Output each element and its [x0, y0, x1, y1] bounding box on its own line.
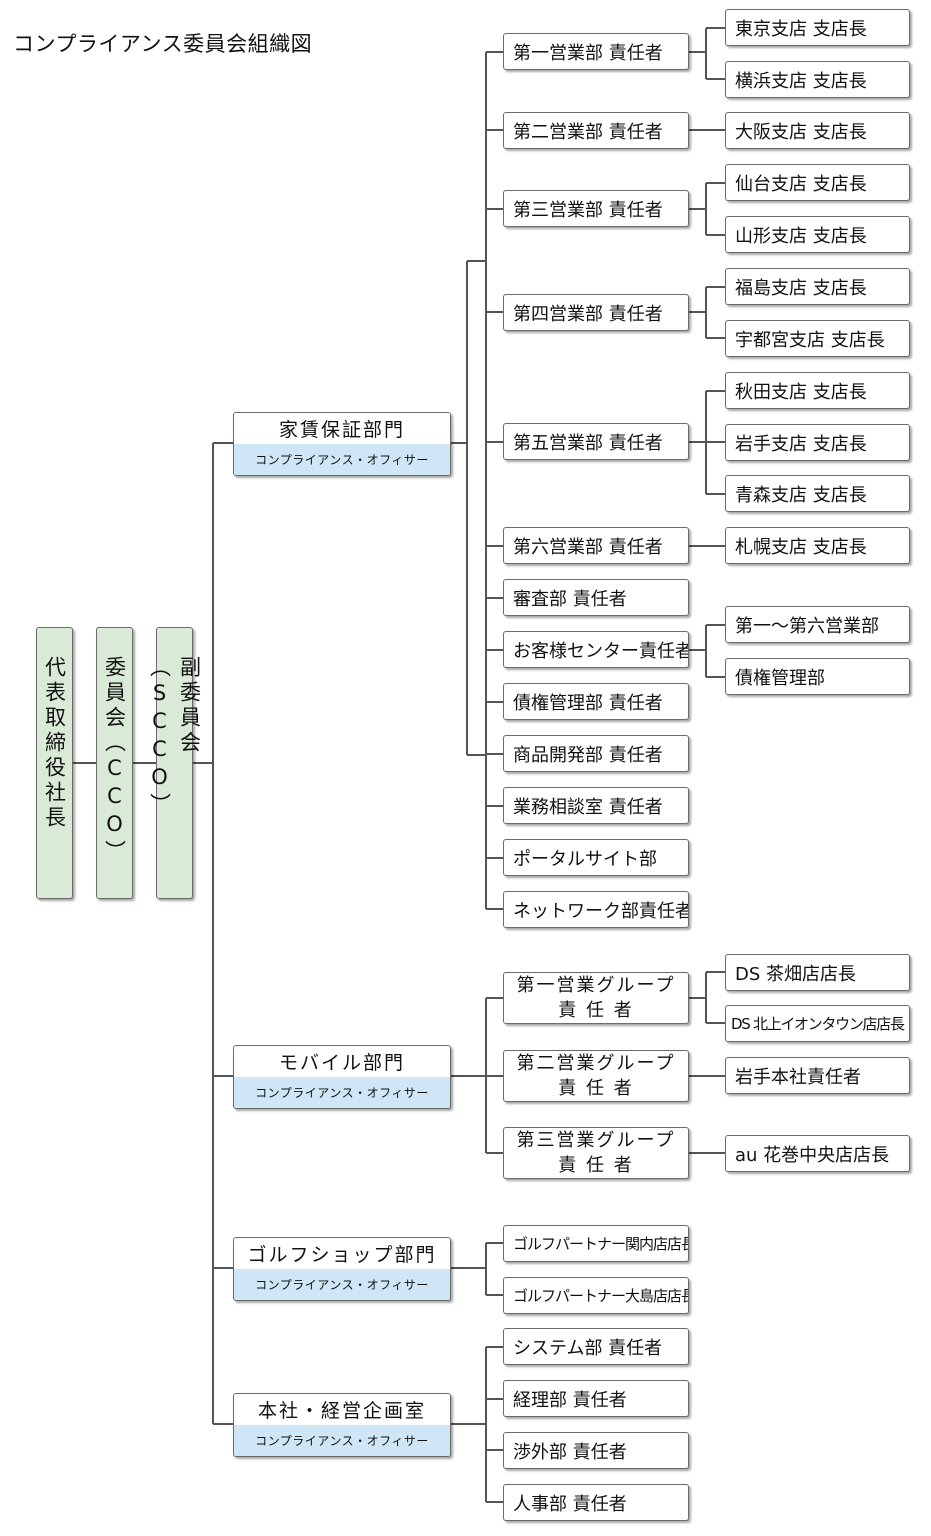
unit-network: ネットワーク部責任者 — [503, 891, 689, 928]
dept-head-office: 本社・経営企画室 コンプライアンス・オフィサー — [233, 1393, 451, 1457]
branch-utsunomiya: 宇都宮支店 支店長 — [725, 320, 910, 357]
iwate-head-office: 岩手本社責任者 — [725, 1057, 910, 1094]
committee-box: 委員会（CCO） — [96, 627, 133, 899]
page-title: コンプライアンス委員会組織図 — [13, 32, 313, 56]
president-box: 代表取締役社長 — [36, 627, 73, 899]
dept-name: ゴルフショップ部門 — [234, 1238, 450, 1269]
unit-sales-2: 第二営業部 責任者 — [503, 112, 689, 149]
branch-fukushima: 福島支店 支店長 — [725, 268, 910, 305]
unit-sales-3: 第三営業部 責任者 — [503, 190, 689, 227]
unit-customer-center: お客様センター責任者 — [503, 631, 689, 668]
dept-name: モバイル部門 — [234, 1046, 450, 1077]
group-name: 第二営業グループ — [516, 1053, 676, 1074]
group-role: 責 任 者 — [558, 1078, 634, 1099]
unit-portal-site: ポータルサイト部 — [503, 839, 689, 876]
branch-akita: 秋田支店 支店長 — [725, 372, 910, 409]
unit-sales-5: 第五営業部 責任者 — [503, 423, 689, 460]
group-role: 責 任 者 — [558, 1000, 634, 1021]
mobile-sales-group-2: 第二営業グループ 責 任 者 — [503, 1050, 689, 1102]
unit-business-consultation: 業務相談室 責任者 — [503, 787, 689, 824]
sub-sales-1-6: 第一〜第六営業部 — [725, 606, 910, 643]
unit-system: システム部 責任者 — [503, 1328, 689, 1365]
mobile-sales-group-3: 第三営業グループ 責 任 者 — [503, 1127, 689, 1179]
unit-review: 審査部 責任者 — [503, 579, 689, 616]
branch-sapporo: 札幌支店 支店長 — [725, 527, 910, 564]
mobile-sales-group-1: 第一営業グループ 責 任 者 — [503, 972, 689, 1024]
group-name: 第一営業グループ — [516, 975, 676, 996]
unit-sales-1: 第一営業部 責任者 — [503, 33, 689, 70]
branch-iwate: 岩手支店 支店長 — [725, 424, 910, 461]
dept-golf-shop: ゴルフショップ部門 コンプライアンス・オフィサー — [233, 1237, 451, 1301]
unit-credit-management: 債権管理部 責任者 — [503, 683, 689, 720]
president-label: 代表取締役社長 — [42, 656, 67, 831]
vice-committee-box: 副委員会（SCCO） — [148, 627, 202, 899]
unit-sales-6: 第六営業部 責任者 — [503, 527, 689, 564]
store-au-hanamaki: au 花巻中央店店長 — [725, 1135, 910, 1172]
store-ds-kitakami: DS 北上イオンタウン店店長 — [725, 1005, 910, 1042]
group-role: 責 任 者 — [558, 1155, 634, 1176]
dept-officer: コンプライアンス・オフィサー — [234, 444, 450, 475]
unit-product-development: 商品開発部 責任者 — [503, 735, 689, 772]
dept-rent-guarantee: 家賃保証部門 コンプライアンス・オフィサー — [233, 412, 451, 476]
branch-yamagata: 山形支店 支店長 — [725, 216, 910, 253]
unit-human-resources: 人事部 責任者 — [503, 1484, 689, 1521]
golf-store-kannai: ゴルフパートナー関内店店長 — [503, 1225, 689, 1262]
dept-name: 家賃保証部門 — [234, 413, 450, 444]
sub-credit-management: 債権管理部 — [725, 658, 910, 695]
branch-aomori: 青森支店 支店長 — [725, 475, 910, 512]
vice-committee-label: 副委員会（SCCO） — [147, 656, 202, 818]
branch-yokohama: 横浜支店 支店長 — [725, 61, 910, 98]
dept-officer: コンプライアンス・オフィサー — [234, 1077, 450, 1108]
unit-sales-4: 第四営業部 責任者 — [503, 294, 689, 331]
unit-accounting: 経理部 責任者 — [503, 1380, 689, 1417]
dept-mobile: モバイル部門 コンプライアンス・オフィサー — [233, 1045, 451, 1109]
committee-label: 委員会（CCO） — [102, 656, 127, 865]
unit-public-relations: 渉外部 責任者 — [503, 1432, 689, 1469]
store-ds-chabatake: DS 茶畑店店長 — [725, 954, 910, 991]
dept-name: 本社・経営企画室 — [234, 1394, 450, 1425]
dept-officer: コンプライアンス・オフィサー — [234, 1269, 450, 1300]
dept-officer: コンプライアンス・オフィサー — [234, 1425, 450, 1456]
group-name: 第三営業グループ — [516, 1130, 676, 1151]
golf-store-oshima: ゴルフパートナー大島店店長 — [503, 1277, 689, 1314]
branch-sendai: 仙台支店 支店長 — [725, 164, 910, 201]
branch-osaka: 大阪支店 支店長 — [725, 112, 910, 149]
branch-tokyo: 東京支店 支店長 — [725, 9, 910, 46]
